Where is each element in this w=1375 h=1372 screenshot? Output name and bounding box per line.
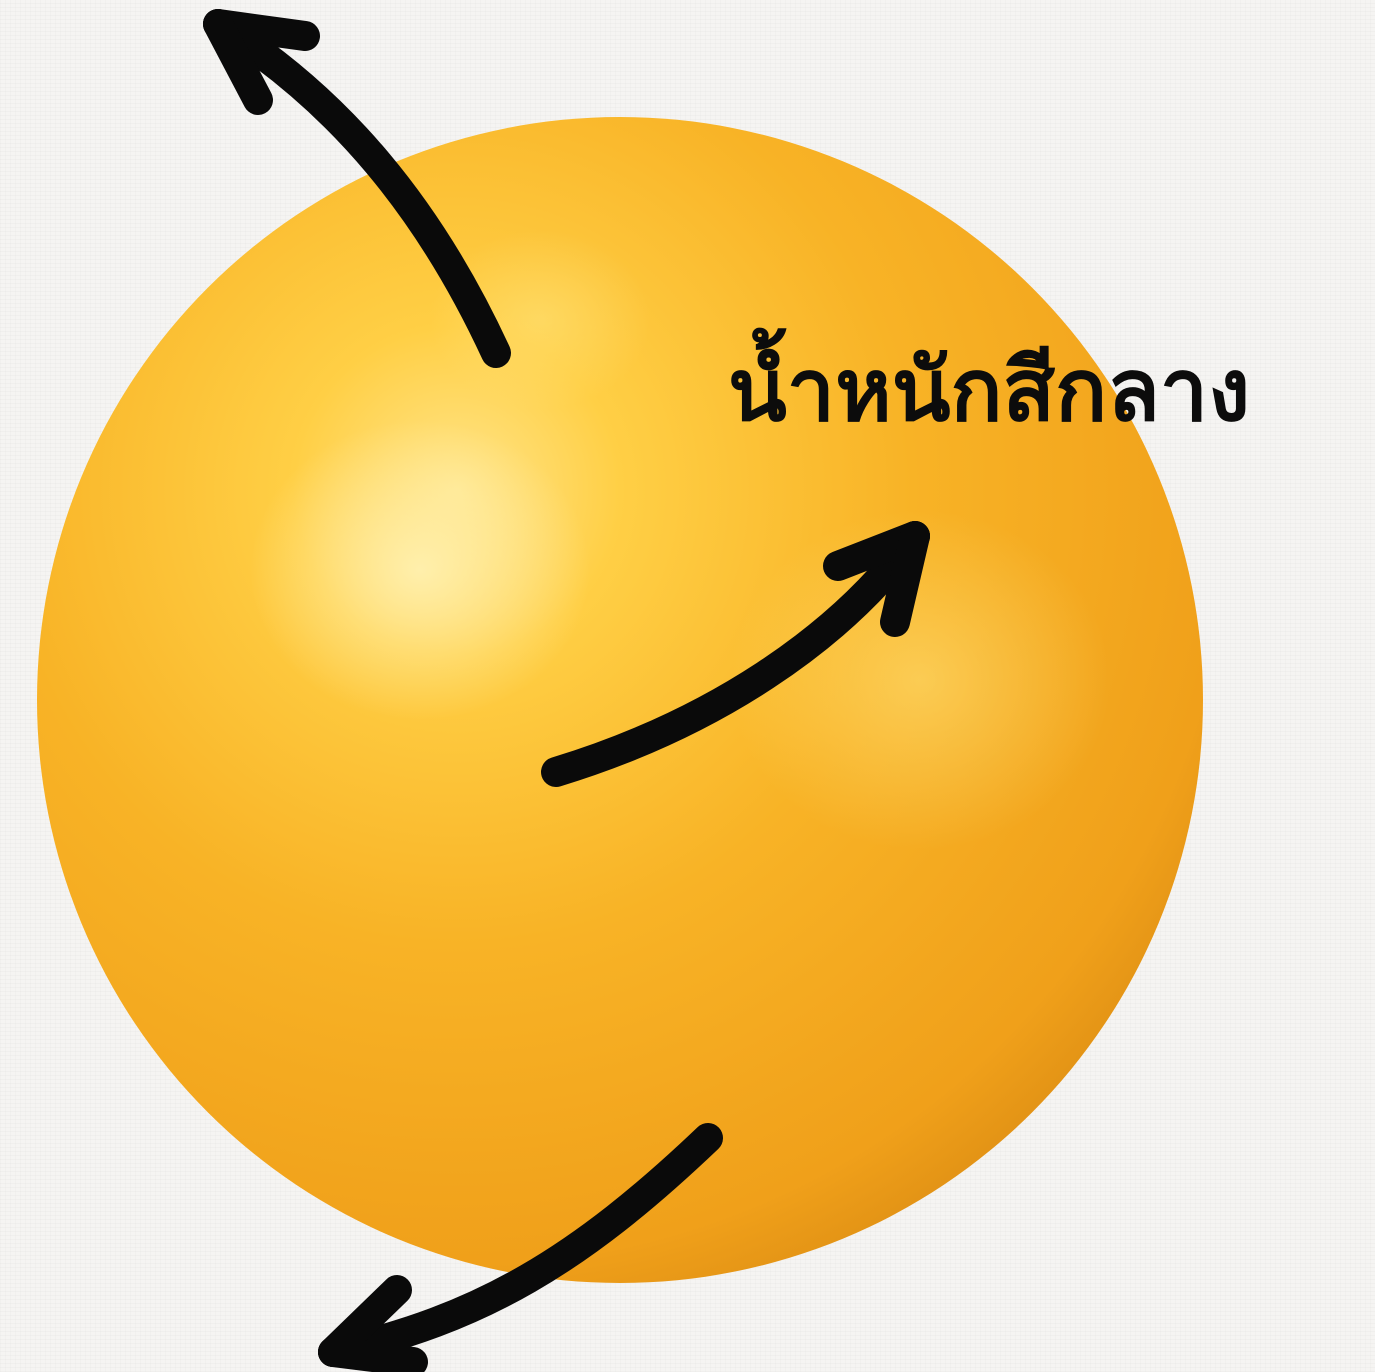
sphere-highlight [250, 420, 590, 720]
caption-label: น้ำหนักสีกลาง [728, 348, 1250, 434]
sphere-highlight-top [430, 230, 650, 410]
